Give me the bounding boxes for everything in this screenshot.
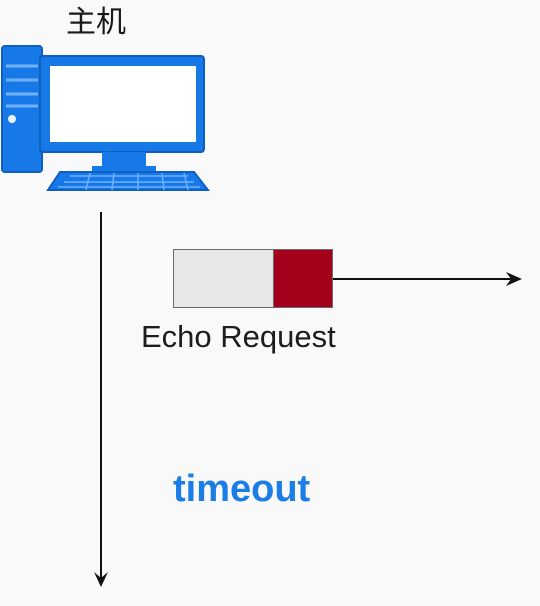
host-label: 主机	[66, 5, 126, 40]
packet-label: Echo Request	[141, 319, 336, 354]
timeout-label: timeout	[173, 468, 311, 510]
desktop-computer-icon	[1, 45, 210, 191]
packet-direction-arrow	[333, 272, 522, 286]
packet-payload	[174, 250, 274, 307]
host-timeline-arrow	[94, 212, 108, 587]
echo-request-packet	[173, 249, 333, 308]
packet-header	[274, 250, 332, 307]
